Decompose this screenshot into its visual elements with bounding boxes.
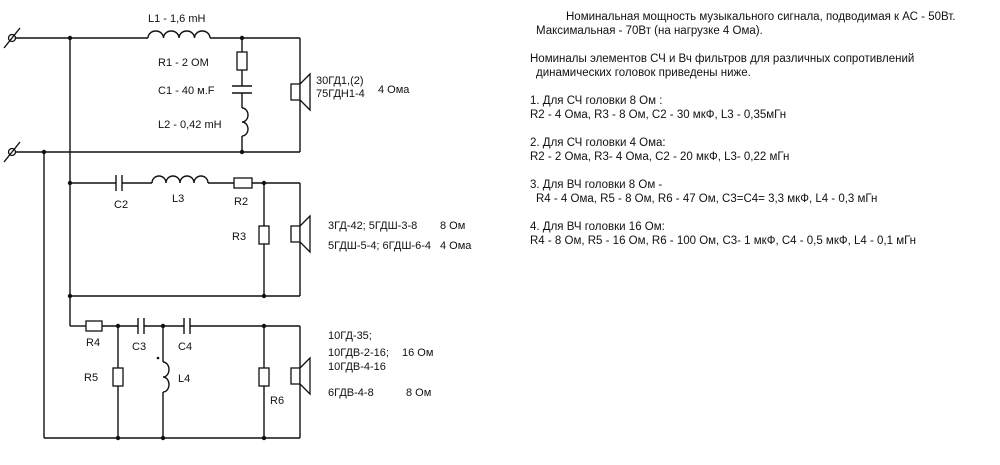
junction-dot: [261, 293, 267, 299]
intro-line-1: Номиналы элементов СЧ и Вч фильтров для …: [530, 53, 915, 65]
resistor-r4: [85, 320, 103, 332]
inductor-l4: [162, 361, 170, 393]
mid-model-2: 5ГДШ-5-4; 6ГДШ-6-4: [328, 240, 431, 252]
tweeter-model-2: 10ГДВ-2-16;: [328, 347, 389, 359]
notes-panel: Номинальная мощность музыкального сигнал…: [530, 10, 990, 248]
item-3-values: R4 - 4 Ома, R5 - 8 Ом, R6 - 47 Ом, C3=C4…: [536, 193, 878, 205]
tweeter-model-3: 10ГДВ-4-16: [328, 361, 386, 373]
tweeter-section-wires: [44, 325, 301, 439]
junction-dot: [239, 35, 245, 41]
junction-dot: [115, 323, 121, 329]
intro-line-2: динамических головок приведены ниже.: [536, 67, 751, 79]
resistor-r3: [258, 225, 270, 245]
junction-dot: [261, 323, 267, 329]
capacitor-c1: [232, 85, 252, 94]
item-4-title: 4. Для ВЧ головки 16 Ом:: [530, 221, 665, 233]
item-1-values: R2 - 4 Ома, R3 - 8 Ом, C2 - 30 мкФ, L3 -…: [530, 109, 787, 121]
input-terminal-bottom: [3, 141, 21, 163]
input-bus-wires: [16, 37, 300, 438]
power-note-line-1: Номинальная мощность музыкального сигнал…: [566, 11, 956, 23]
r4-label: R4: [86, 337, 100, 349]
power-note-line-2: Максимальная - 70Вт (на нагрузке 4 Ома).: [536, 25, 763, 37]
tweeter-impedance-1: 16 Ом: [402, 347, 433, 359]
tweeter-impedance-2: 8 Ом: [406, 387, 431, 399]
item-2-values: R2 - 2 Ома, R3- 4 Ома, C2 - 20 мкФ, L3- …: [530, 151, 790, 163]
inductor-l3: [151, 175, 209, 184]
c4-label: C4: [178, 341, 192, 353]
junction-dot: [67, 35, 73, 41]
r3-label: R3: [232, 231, 246, 243]
r6-label: R6: [270, 395, 284, 407]
capacitor-c4: [183, 318, 191, 334]
junction-dot: [67, 293, 73, 299]
mid-model-1: 3ГД-42; 5ГДШ-3-8: [328, 220, 417, 232]
resistor-r2: [233, 177, 253, 189]
r5-label: R5: [84, 372, 98, 384]
c1-label: C1 - 40 м.F: [158, 85, 215, 97]
mid-impedance-1: 8 Ом: [440, 220, 465, 232]
capacitor-c2: [115, 175, 123, 191]
resistor-r5: [112, 367, 124, 387]
r1-label: R1 - 2 OM: [158, 57, 209, 69]
input-terminal-top: [3, 27, 21, 49]
junction-dot: [115, 435, 121, 441]
c3-label: C3: [132, 341, 146, 353]
item-3-title: 3. Для ВЧ головки 8 Ом -: [530, 179, 663, 191]
tweeter-model-4: 6ГДВ-4-8: [328, 387, 374, 399]
mid-speaker-icon: [290, 214, 311, 254]
capacitor-c3: [137, 318, 145, 334]
resistor-r1: [236, 51, 248, 71]
l2-label: L2 - 0,42 mH: [158, 119, 222, 131]
woofer-speaker-icon: [290, 72, 311, 112]
c2-label: C2: [114, 199, 128, 211]
l3-label: L3: [172, 193, 184, 205]
woofer-impedance: 4 Ома: [378, 84, 410, 96]
woofer-section-wires: [210, 37, 301, 152]
r2-label: R2: [234, 196, 248, 208]
item-2-title: 2. Для СЧ головки 4 Ома:: [530, 137, 666, 149]
mid-impedance-2: 4 Ома: [440, 240, 472, 252]
woofer-model-1: 30ГД1,(2): [316, 75, 364, 87]
junction-dot: [239, 149, 245, 155]
junction-dot: [261, 180, 267, 186]
inductor-dot: [156, 356, 160, 360]
junction-dot: [160, 323, 166, 329]
inductor-l1: [147, 30, 211, 39]
inductor-l2: [241, 107, 249, 137]
junction-dot: [261, 435, 267, 441]
resistor-r6: [258, 367, 270, 387]
junction-dot: [41, 149, 47, 155]
tweeter-speaker-icon: [290, 356, 311, 396]
l1-label: L1 - 1,6 mH: [148, 13, 206, 25]
junction-dot: [160, 435, 166, 441]
woofer-model-2: 75ГДН1-4: [316, 88, 365, 100]
item-4-values: R4 - 8 Ом, R5 - 16 Ом, R6 - 100 Ом, C3- …: [530, 235, 917, 247]
mid-section-wires: [70, 182, 301, 297]
tweeter-model-1: 10ГД-35;: [328, 330, 372, 342]
l4-label: L4: [178, 373, 190, 385]
item-1-title: 1. Для СЧ головки 8 Ом :: [530, 95, 663, 107]
